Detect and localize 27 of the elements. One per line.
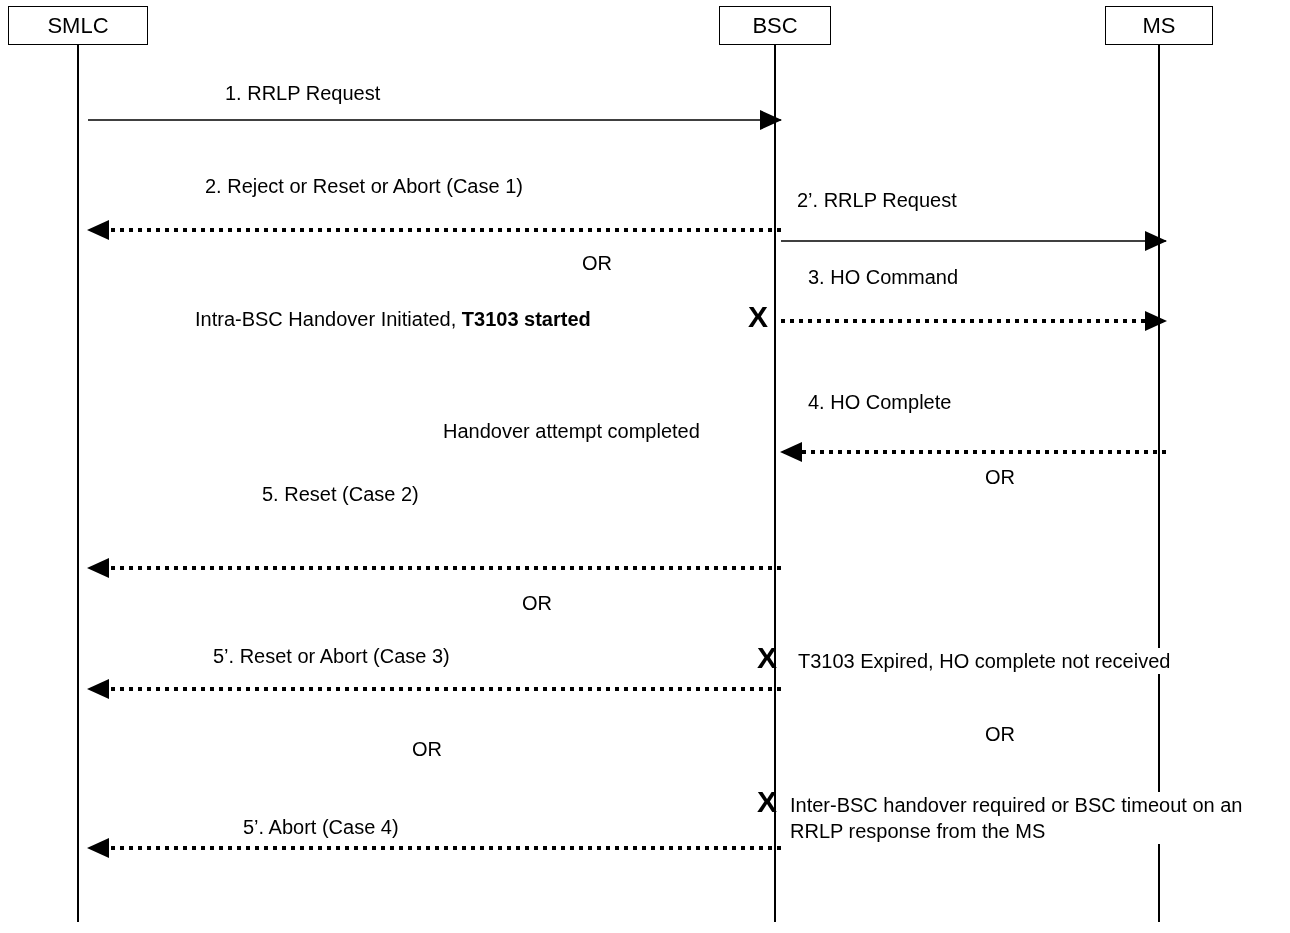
message-arrow — [780, 231, 1167, 251]
edge-label: 5. Reset (Case 2) — [262, 482, 419, 507]
message-arrow — [87, 220, 781, 240]
status-note: Intra-BSC Handover Initiated, T3103 started — [195, 307, 591, 332]
or-label: OR — [985, 722, 1015, 747]
edge-label: 1. RRLP Request — [225, 81, 381, 106]
message-arrow — [87, 679, 781, 699]
participant-box: BSC — [719, 6, 831, 45]
message-arrow — [87, 558, 781, 578]
edge-label: 4. HO Complete — [808, 390, 952, 415]
cross-mark: X — [748, 302, 768, 332]
message-arrow — [87, 110, 782, 130]
participant-box: MS — [1105, 6, 1213, 45]
edge-label: 2’. RRLP Request — [797, 188, 957, 213]
or-label: OR — [985, 465, 1015, 490]
participant-box: SMLC — [8, 6, 148, 45]
or-label: OR — [582, 251, 612, 276]
or-label: OR — [522, 591, 552, 616]
status-note: T3103 Expired, HO complete not received — [798, 648, 1171, 674]
edge-label: 2. Reject or Reset or Abort (Case 1) — [205, 174, 523, 199]
edge-label: 5’. Abort (Case 4) — [243, 815, 399, 840]
message-arrow — [780, 442, 1166, 462]
edge-label: 3. HO Command — [808, 265, 959, 290]
message-arrow — [87, 838, 781, 858]
message-arrow — [781, 311, 1167, 331]
edge-label: 5’. Reset or Abort (Case 3) — [213, 644, 450, 669]
or-label: OR — [412, 737, 442, 762]
